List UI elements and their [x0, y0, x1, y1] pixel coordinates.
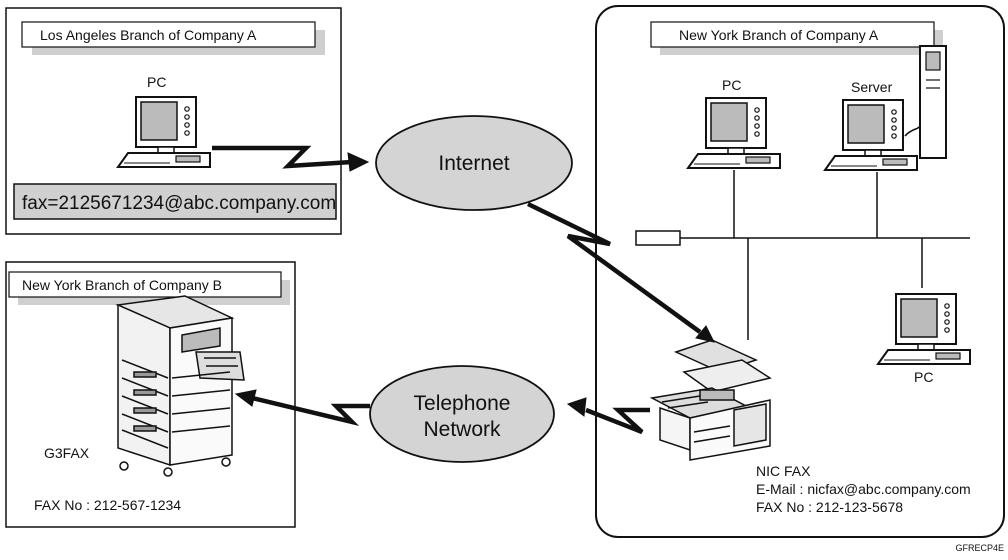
fax-address: fax=2125671234@abc.company.com	[22, 193, 336, 214]
g3fax-label: G3FAX	[44, 445, 90, 461]
internet-label: Internet	[438, 152, 509, 175]
fax-address-box	[13, 183, 337, 220]
telephone-label-1: Telephone	[414, 392, 511, 415]
ny-b-branch-title: New York Branch of Company B	[22, 277, 222, 293]
ny-b-branch-panel: New York Branch of Company B	[5, 261, 296, 528]
ny-pc-label-2: PC	[914, 369, 933, 385]
internet-to-nicfax-arrow	[527, 201, 702, 334]
server-icon	[824, 45, 947, 171]
connection-arrows	[212, 145, 702, 435]
la-branch-panel: Los Angeles Branch of Company A PC fax=2…	[5, 7, 342, 235]
nic-fax-email: E-Mail : nicfax@abc.company.com	[756, 481, 971, 497]
nicfax-to-telephone-arrow	[585, 407, 650, 435]
ny-pc-label-1: PC	[722, 77, 741, 93]
la-pc-label: PC	[147, 74, 166, 90]
arrow-heads	[234, 152, 715, 417]
ny-a-branch-panel: New York Branch of Company A PC Server P…	[595, 5, 1005, 538]
telephone-to-g3fax-arrow	[251, 395, 370, 427]
nic-fax-name: NIC FAX	[756, 463, 811, 479]
internet-cloud: Internet	[375, 115, 573, 211]
g3fax-device-icon	[115, 295, 245, 477]
nic-fax-number: FAX No : 212-123-5678	[756, 499, 903, 515]
telephone-network-cloud: Telephone Network	[369, 365, 555, 463]
ny-b-title-box	[8, 271, 282, 298]
ny-a-title-box	[650, 21, 935, 48]
la-branch-title-box	[21, 21, 316, 48]
ny-b-fax-number: FAX No : 212-567-1234	[34, 497, 181, 513]
arrow-head-telephone	[566, 397, 587, 417]
arrow-head-internet	[347, 152, 370, 172]
server-label: Server	[851, 79, 893, 95]
figure-code: GFRECP4E	[955, 543, 1004, 553]
ny-a-branch-title: New York Branch of Company A	[679, 27, 879, 43]
telephone-label-2: Network	[423, 418, 501, 441]
la-branch-title: Los Angeles Branch of Company A	[40, 27, 257, 43]
arrow-head-nicfax	[695, 325, 715, 343]
lan-lines	[635, 170, 970, 340]
nic-fax-device-icon	[649, 339, 772, 461]
arrow-head-g3fax	[234, 389, 257, 407]
la-to-internet-arrow	[212, 145, 353, 169]
